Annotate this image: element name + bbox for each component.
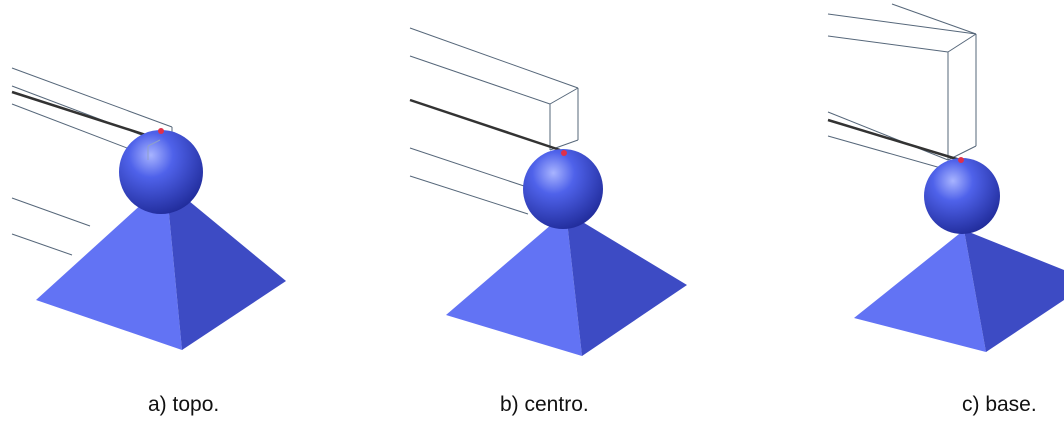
pyramid (446, 212, 687, 356)
caption-topo: a) topo. (148, 393, 220, 416)
beam (409, 27, 579, 215)
marker (958, 157, 964, 163)
beam (827, 3, 977, 171)
sphere (523, 149, 603, 229)
pyramid (36, 182, 286, 350)
illustration-topo (11, 67, 286, 350)
caption-centro: b) centro. (500, 393, 589, 416)
caption-base: c) base. (962, 393, 1037, 416)
beam-axis (409, 98, 561, 152)
illustration-centro (409, 27, 687, 356)
marker (561, 150, 567, 156)
illustration-base (827, 3, 1064, 352)
beam-axis (11, 90, 156, 140)
panel-topo: a) topo. (0, 0, 360, 439)
marker (158, 128, 164, 134)
pyramid (854, 230, 1064, 352)
beam-axis (827, 118, 961, 162)
panel-centro: b) centro. (360, 0, 700, 439)
panel-base: c) base. (820, 0, 1064, 439)
sphere (924, 158, 1000, 234)
sphere (119, 130, 203, 214)
